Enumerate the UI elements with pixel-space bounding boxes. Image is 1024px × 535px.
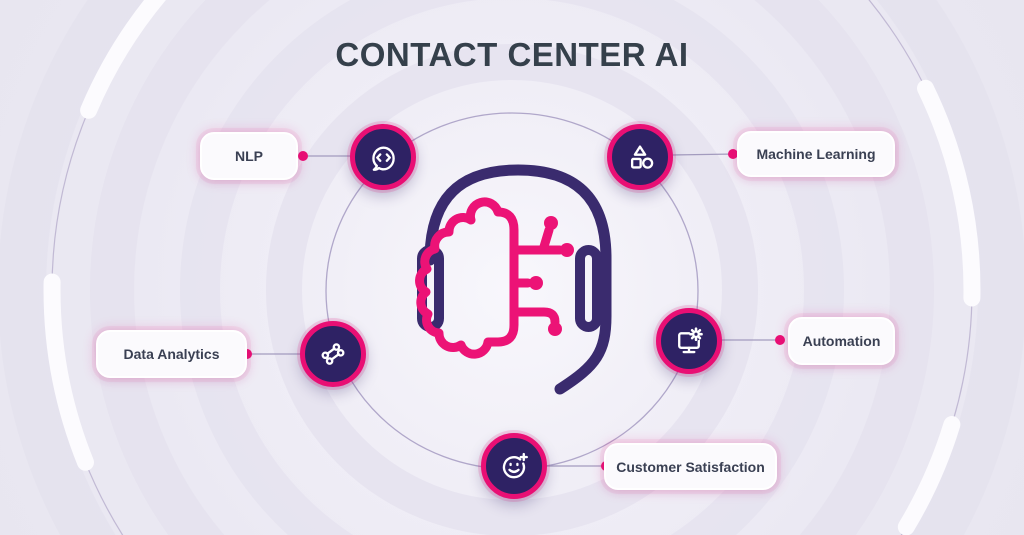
smiley-plus-icon: [502, 452, 528, 479]
node-nlp: [350, 124, 416, 190]
node-machine-learning: [607, 124, 673, 190]
monitor-gear-icon: [678, 327, 703, 354]
chat-code-icon: [372, 146, 395, 171]
label-automation: Automation: [788, 317, 895, 365]
node-automation: [656, 308, 722, 374]
page-title: CONTACT CENTER AI: [335, 36, 689, 73]
brain-circuit-icon: [415, 197, 574, 359]
label-nlp: NLP: [200, 132, 298, 180]
node-customer-satisfaction: [481, 433, 547, 499]
connector-lines: [245, 153, 780, 467]
label-machine-learning-text: Machine Learning: [756, 146, 876, 162]
label-data-analytics-text: Data Analytics: [123, 346, 220, 362]
network-nodes-icon: [321, 343, 345, 365]
label-customer-satisfaction-text: Customer Satisfaction: [616, 458, 765, 475]
label-customer-satisfaction: Customer Satisfaction: [604, 443, 777, 490]
label-automation-text: Automation: [802, 333, 881, 349]
label-nlp-text: NLP: [235, 148, 263, 164]
shapes-icon: [630, 145, 654, 169]
label-data-analytics: Data Analytics: [96, 330, 247, 378]
label-machine-learning: Machine Learning: [737, 131, 895, 177]
node-data-analytics: [300, 321, 366, 387]
outer-dashed-circle: [43, 0, 981, 535]
